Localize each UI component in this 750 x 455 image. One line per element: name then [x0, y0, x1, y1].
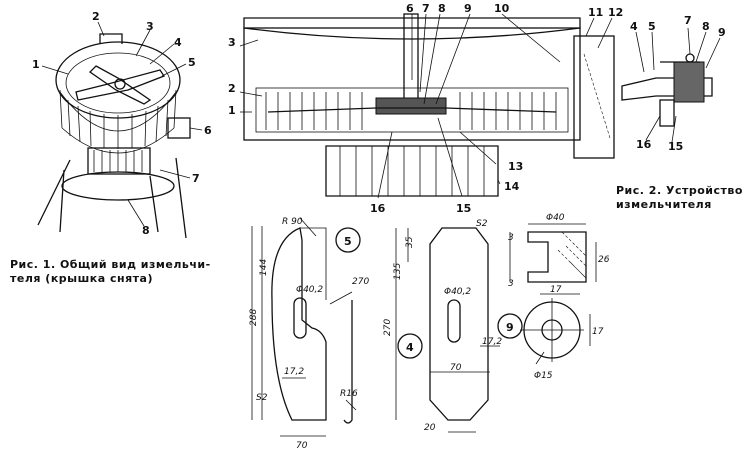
fig1-callout-3: 3 [146, 20, 154, 33]
inset-callout-9: 9 [718, 26, 726, 39]
fig2-inset-detail: 4 5 7 8 9 16 15 [621, 14, 726, 153]
detail9-bore: 17 [550, 285, 562, 295]
detail4-width: 70 [450, 363, 462, 373]
detail5-slot-dim: 17,2 [284, 367, 304, 377]
detail5-edge-radius: R16 [340, 389, 358, 399]
fig1-basin-inner [65, 52, 171, 114]
detail5-h-half: 144 [259, 259, 269, 276]
fig1-callout-4: 4 [174, 36, 182, 49]
fig1-callout-8: 8 [142, 224, 150, 237]
fig1-handle [99, 33, 123, 44]
fig1-general-view: 1 2 3 4 5 6 7 8 [32, 10, 212, 239]
detail4-slot [447, 299, 461, 343]
inset-callout-15: 15 [668, 140, 683, 153]
fig2-strainer [255, 87, 569, 133]
fig2-callout-13: 13 [508, 160, 523, 173]
fig2-callout-6: 6 [406, 2, 414, 15]
fig2-callout-10: 10 [494, 2, 510, 15]
fig2-knives [267, 107, 557, 113]
detail4-outline [429, 227, 489, 421]
fig2-callout-9: 9 [464, 2, 472, 15]
detail5-h-total: 288 [249, 309, 259, 326]
inset-callout-4: 4 [630, 20, 638, 33]
detail4-slot-dim: 17,2 [482, 337, 502, 347]
fig1-callout-1: 1 [32, 58, 40, 71]
fig1-callout-7: 7 [192, 172, 200, 185]
fig2-callout-15: 15 [456, 202, 471, 215]
detail4-tip: 20 [424, 423, 436, 433]
inset-callout-16: 16 [636, 138, 652, 151]
detail5-radius: R 90 [282, 217, 303, 227]
fig1-caption-line2: теля (крышка снята) [10, 272, 154, 285]
detail5-width: 70 [296, 441, 308, 451]
fig2-callout-16: 16 [370, 202, 386, 215]
detail5-bevel: S2 [256, 393, 268, 403]
fig2-callout-2: 2 [228, 82, 236, 95]
detail9-height: 26 [598, 255, 610, 265]
detail4-hole: Φ40,2 [444, 287, 471, 297]
fig2-leaders [239, 13, 613, 199]
fig2-lid [243, 17, 581, 40]
fig2-callout-7: 7 [422, 2, 430, 15]
detail9-tag-circle [497, 313, 523, 339]
detail9-hub: Φ40 3 26 3 17 17 9 17 Φ15 [497, 213, 610, 381]
detail5-tag-circle [335, 227, 361, 253]
detail4-top: 35 [405, 236, 415, 248]
fig2-callout-11: 11 [588, 6, 603, 19]
fig2-caption-line2: измельчителя [616, 198, 712, 211]
fig1-callout-5: 5 [188, 56, 196, 69]
fig2-side-panel [573, 35, 615, 159]
inset-callout-8: 8 [702, 20, 710, 33]
detail5-knife: 5 R 90 144 288 Φ40,2 17,2 70 270 R16 S2 [249, 217, 369, 451]
detail9-hatch [557, 231, 587, 279]
detail9-tag-label: 9 [506, 321, 514, 334]
fig1-stand-ring [61, 171, 175, 201]
fig1-switch [167, 117, 191, 139]
detail4-knife: 4 S2 35 135 270 Φ40,2 17,2 70 20 [383, 219, 502, 433]
detail5-thickness: 270 [352, 277, 369, 287]
fig1-caption: Рис. 1. Общий вид измельчи- теля (крышка… [10, 258, 211, 286]
fig1-knife [75, 65, 165, 105]
fig2-caption-line1: Рис. 2. Устройство [616, 184, 743, 197]
fig2-motor [325, 145, 499, 197]
fig1-motor [87, 147, 151, 175]
detail5-outline [271, 227, 327, 421]
detail4-tag-circle [397, 333, 423, 359]
detail9-outer: Φ40 [546, 213, 565, 223]
fig2-callout-12: 12 [608, 6, 623, 19]
fig2-caption: Рис. 2. Устройство измельчителя [616, 184, 743, 212]
fig2-callout-3: 3 [228, 36, 236, 49]
fig1-caption-line1: Рис. 1. Общий вид измельчи- [10, 258, 211, 271]
detail5-hole: Φ40,2 [296, 285, 323, 295]
detail4-h-total: 270 [383, 319, 393, 336]
detail9-section [527, 231, 587, 283]
detail9-step: 3 [508, 233, 514, 243]
detail5-side [343, 300, 353, 424]
fig1-callout-2: 2 [92, 10, 100, 23]
detail9-hub: 17 [592, 327, 604, 337]
inset-hub [673, 61, 705, 103]
fig1-callout-6: 6 [204, 124, 212, 137]
fig2-hub [375, 97, 447, 115]
detail9-inner: Φ15 [534, 371, 553, 381]
fig1-legs [37, 157, 187, 239]
inset-callout-7: 7 [684, 14, 692, 27]
fig2-callout-8: 8 [438, 2, 446, 15]
detail4-tag: 4 [406, 341, 414, 354]
detail5-slot [293, 297, 307, 339]
inset-callout-5: 5 [648, 20, 656, 33]
detail4-h-half: 135 [393, 263, 403, 280]
fig2-callout-14: 14 [504, 180, 520, 193]
fig1-leaders [41, 21, 203, 227]
detail4-bevel: S2 [476, 219, 488, 229]
fig2-section-view: 3 2 1 6 7 8 9 10 11 12 13 14 15 16 [228, 2, 623, 215]
detail9-step2: 3 [508, 279, 514, 289]
detail5-tag: 5 [344, 235, 352, 248]
fig2-callout-1: 1 [228, 104, 236, 117]
